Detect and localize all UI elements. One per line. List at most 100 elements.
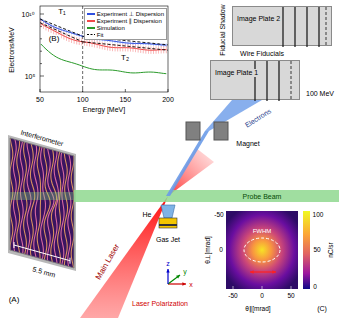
figure-label: y — [183, 268, 187, 275]
figure-label: 100 — [77, 96, 89, 103]
figure-label: Wire Fiducials — [240, 50, 284, 57]
interference-fringe — [20, 130, 23, 274]
figure-label: 10¹⁰ — [22, 11, 35, 18]
figure-label: T₂ — [120, 54, 130, 62]
figure-label: θ⊥[mrad] — [205, 236, 212, 264]
figure-label: (A) — [9, 296, 20, 304]
axes-icon — [166, 269, 186, 286]
scale-tick — [70, 258, 71, 264]
axis-tick — [125, 89, 126, 92]
wire-fiducial — [266, 61, 267, 101]
figure-label: FWHM — [253, 228, 272, 234]
probe-trace — [8, 192, 78, 200]
interference-fringe — [24, 130, 27, 274]
interference-fringe — [61, 130, 64, 274]
arrow-head — [176, 275, 180, 279]
probe-beam — [74, 190, 339, 202]
gas-jet-base — [159, 218, 177, 228]
axis-tick — [262, 286, 263, 289]
fiducial-lines — [233, 7, 339, 47]
legend-text: Experiment ∥ Dispersion — [97, 18, 162, 24]
legend-entry: Experiment ∥ Dispersion — [87, 17, 164, 24]
figure-label: Electrons/MeV — [8, 27, 15, 73]
wire-fiducial — [282, 7, 283, 47]
interferometer-panel — [7, 130, 78, 275]
interference-fringe — [64, 130, 67, 274]
axis-tick — [291, 286, 292, 289]
figure-label: 5.5 mm — [32, 265, 56, 278]
legend-text: Experiment ⊥ Dispersion — [97, 11, 164, 17]
figure-label: Electrons — [244, 107, 272, 128]
interference-fringe — [34, 130, 38, 274]
scale-tick — [14, 242, 15, 248]
figure-label: 200 — [162, 96, 174, 103]
gas-nozzle — [161, 205, 175, 218]
figure-label: Fiducial Shadow — [219, 4, 226, 55]
legend-swatch — [87, 27, 95, 29]
magnet-block — [186, 122, 200, 140]
wire-fiducial — [318, 7, 319, 47]
axis-tick — [40, 51, 42, 52]
arrow-shaft — [168, 275, 180, 284]
inset-ground — [203, 205, 339, 320]
wire-fiducial — [294, 7, 295, 47]
wire-fiducial — [306, 7, 307, 47]
wire-fiducial — [254, 61, 255, 101]
gas-jet-stripe — [159, 224, 177, 226]
divergence-map — [226, 211, 298, 289]
interferogram-ground — [8, 130, 78, 275]
figure-label: (C) — [317, 305, 327, 312]
legend-entry: Simulation — [87, 24, 164, 31]
figure-label: (B) — [48, 35, 61, 43]
axis-tick — [40, 76, 44, 77]
divergence-inset — [203, 205, 339, 320]
colorbar — [303, 211, 310, 289]
legend-line-sample — [87, 33, 95, 36]
spectrum-inset — [0, 0, 177, 117]
figure-label: z — [166, 260, 170, 267]
figure-label: 0 — [260, 293, 264, 300]
figure-label: He — [143, 211, 152, 218]
axis-tick — [40, 63, 42, 64]
figure-label: 10⁵ — [25, 73, 36, 80]
legend-swatch — [87, 13, 95, 15]
figure-label: 50 — [313, 247, 320, 254]
energy-marker — [326, 7, 327, 47]
figure-label: 0 — [219, 247, 223, 254]
inset-ground — [0, 0, 177, 117]
figure-label: 50 — [287, 293, 294, 300]
legend-swatch — [87, 20, 95, 22]
figure-label: Probe Beam — [243, 193, 282, 200]
interference-fringe — [10, 130, 13, 274]
fit-line — [40, 19, 83, 36]
arrow-head — [250, 270, 254, 273]
figure-label: θ∥[mrad] — [245, 306, 270, 313]
figure-label: 100 MeV — [306, 90, 334, 97]
interference-fringe — [7, 130, 10, 274]
axis-tick — [40, 89, 41, 92]
legend: Experiment ⊥ DispersionExperiment ∥ Disp… — [84, 8, 167, 40]
interferometer-border — [10, 138, 74, 268]
fit-line — [83, 42, 168, 50]
image-plate: Image Plate 1 — [210, 60, 300, 100]
axis-tick — [40, 14, 44, 15]
interference-fringe — [51, 130, 57, 274]
image-plate: Image Plate 2 — [232, 6, 332, 46]
plate-label: Image Plate 2 — [235, 15, 282, 23]
arrow-head — [272, 270, 276, 273]
axis-tick — [40, 38, 42, 39]
figure-label: 100 — [313, 212, 324, 219]
arrow-head — [182, 282, 186, 285]
wire-fiducial — [278, 61, 279, 101]
legend-entry: Fit — [87, 31, 164, 38]
figure-label: T₁ — [58, 8, 66, 16]
figure-label: Gas Jet — [156, 236, 180, 243]
energy-marker — [291, 61, 292, 101]
figure-label: 0 — [313, 284, 317, 291]
arrow-head — [166, 269, 169, 273]
interference-fringe — [44, 130, 50, 274]
fit-line — [40, 23, 83, 42]
plot-frame — [40, 6, 168, 92]
legend-text: Fit — [97, 32, 104, 38]
